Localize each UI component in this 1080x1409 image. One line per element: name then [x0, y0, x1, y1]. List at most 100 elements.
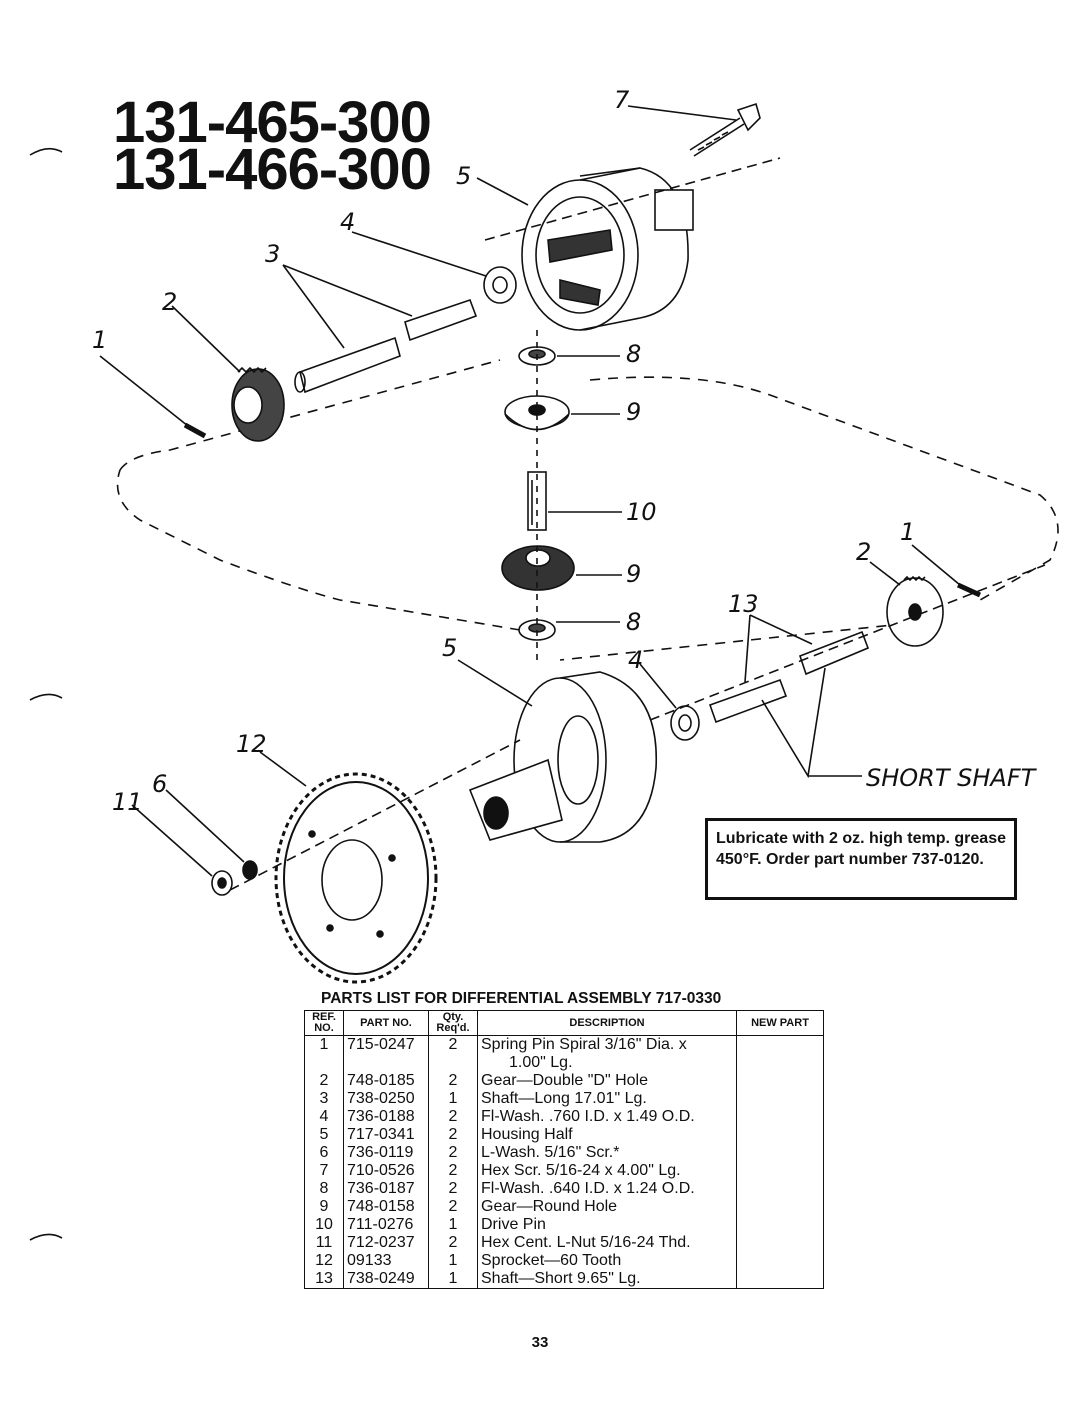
- binder-mark: [29, 147, 63, 156]
- row-ref: 8: [304, 1180, 344, 1198]
- callout-1-upper: 1: [92, 326, 107, 354]
- row-part-number: 715-0247: [343, 1035, 429, 1072]
- row-new-part: [736, 1108, 824, 1126]
- callout-3: 3: [265, 240, 280, 268]
- row-new-part: [736, 1090, 824, 1108]
- callout-1-lower: 1: [900, 518, 915, 546]
- row-qty: 2: [428, 1072, 478, 1090]
- callout-2-upper: 2: [162, 288, 177, 316]
- callout-8-lower: 8: [626, 608, 641, 636]
- row-ref: 6: [304, 1144, 344, 1162]
- row-qty: 1: [428, 1252, 478, 1270]
- callout-2-lower: 2: [856, 538, 871, 566]
- row-description: Drive Pin: [477, 1216, 737, 1234]
- callout-10: 10: [626, 498, 657, 526]
- bevel-gear-lower: [886, 575, 944, 647]
- lubrication-note: Lubricate with 2 oz. high temp. grease 4…: [705, 818, 1017, 900]
- row-part-number: 748-0185: [343, 1072, 429, 1090]
- header-ref: REF. NO.: [304, 1010, 344, 1036]
- spring-pin-upper: [183, 422, 207, 439]
- row-description: Shaft—Short 9.65" Lg.: [477, 1270, 737, 1289]
- row-part-number: 712-0237: [343, 1234, 429, 1252]
- lock-washer: [242, 860, 258, 880]
- row-part-number: 711-0276: [343, 1216, 429, 1234]
- row-ref: 9: [304, 1198, 344, 1216]
- row-qty: 1: [428, 1216, 478, 1234]
- hex-bolt: [689, 102, 761, 157]
- header-description: DESCRIPTION: [477, 1010, 737, 1036]
- header-new-part: NEW PART: [736, 1010, 824, 1036]
- callout-4-lower: 4: [628, 646, 643, 674]
- row-part-number: 738-0250: [343, 1090, 429, 1108]
- row-part-number: 736-0188: [343, 1108, 429, 1126]
- callout-13: 13: [728, 590, 759, 618]
- round-hole-gear-lower: [501, 545, 575, 591]
- callout-8-upper: 8: [626, 340, 641, 368]
- row-description: L-Wash. 5/16" Scr.*: [477, 1144, 737, 1162]
- row-description: Fl-Wash. .760 I.D. x 1.49 O.D.: [477, 1108, 737, 1126]
- row-qty: 2: [428, 1180, 478, 1198]
- row-new-part: [736, 1144, 824, 1162]
- parts-table: REF. NO. PART NO. Qty. Req'd. DESCRIPTIO…: [304, 1010, 824, 1289]
- row-ref: 7: [304, 1162, 344, 1180]
- page-number: 33: [531, 1334, 549, 1351]
- row-ref: 4: [304, 1108, 344, 1126]
- short-shaft: [708, 630, 870, 724]
- flat-washer-upper: [483, 266, 517, 304]
- long-shaft: [294, 298, 478, 394]
- row-part-number: 736-0187: [343, 1180, 429, 1198]
- callout-9-upper: 9: [626, 398, 641, 426]
- row-new-part: [736, 1198, 824, 1216]
- row-qty: 2: [428, 1162, 478, 1180]
- row-description-line: Hex Scr. 5/16-24 x 4.00" Lg.: [481, 1162, 681, 1179]
- binder-mark: [29, 1233, 63, 1241]
- callout-7: 7: [614, 86, 630, 114]
- callout-12: 12: [236, 730, 267, 758]
- row-description-line: Sprocket—60 Tooth: [481, 1252, 622, 1269]
- spring-pin-lower: [956, 582, 982, 598]
- header-part: PART NO.: [343, 1010, 429, 1036]
- row-new-part: [736, 1035, 824, 1072]
- header-qty: Qty. Req'd.: [428, 1010, 478, 1036]
- row-description-line: Housing Half: [481, 1126, 573, 1143]
- row-new-part: [736, 1252, 824, 1270]
- row-qty: 2: [428, 1108, 478, 1126]
- row-qty: 2: [428, 1035, 478, 1072]
- row-description-line: Spring Pin Spiral 3/16" Dia. x: [481, 1036, 687, 1053]
- row-description-line: Drive Pin: [481, 1216, 546, 1233]
- row-new-part: [736, 1162, 824, 1180]
- row-new-part: [736, 1216, 824, 1234]
- row-ref: 2: [304, 1072, 344, 1090]
- row-qty: 1: [428, 1090, 478, 1108]
- callout-6: 6: [152, 770, 167, 798]
- sprocket: [274, 772, 438, 984]
- housing-upper: [521, 167, 694, 331]
- row-ref: 5: [304, 1126, 344, 1144]
- row-ref: 11: [304, 1234, 344, 1252]
- row-part-number: 717-0341: [343, 1126, 429, 1144]
- row-description: Housing Half: [477, 1126, 737, 1144]
- row-qty: 2: [428, 1144, 478, 1162]
- row-description: Fl-Wash. .640 I.D. x 1.24 O.D.: [477, 1180, 737, 1198]
- dashed-outline: [116, 359, 1059, 661]
- round-hole-gear-upper: [504, 395, 570, 431]
- row-description: Gear—Round Hole: [477, 1198, 737, 1216]
- row-description-line: Gear—Double "D" Hole: [481, 1072, 648, 1089]
- row-description: Sprocket—60 Tooth: [477, 1252, 737, 1270]
- model-number-1: 131-465-300: [113, 90, 432, 155]
- row-description-line: Hex Cent. L-Nut 5/16-24 Thd.: [481, 1234, 691, 1251]
- row-description-line: Shaft—Short 9.65" Lg.: [481, 1270, 641, 1287]
- callout-11: 11: [112, 788, 143, 816]
- row-description-line-2: 1.00" Lg.: [509, 1054, 573, 1071]
- row-description-line: Shaft—Long 17.01" Lg.: [481, 1090, 647, 1107]
- row-part-number: 710-0526: [343, 1162, 429, 1180]
- row-description-line: L-Wash. 5/16" Scr.*: [481, 1144, 620, 1161]
